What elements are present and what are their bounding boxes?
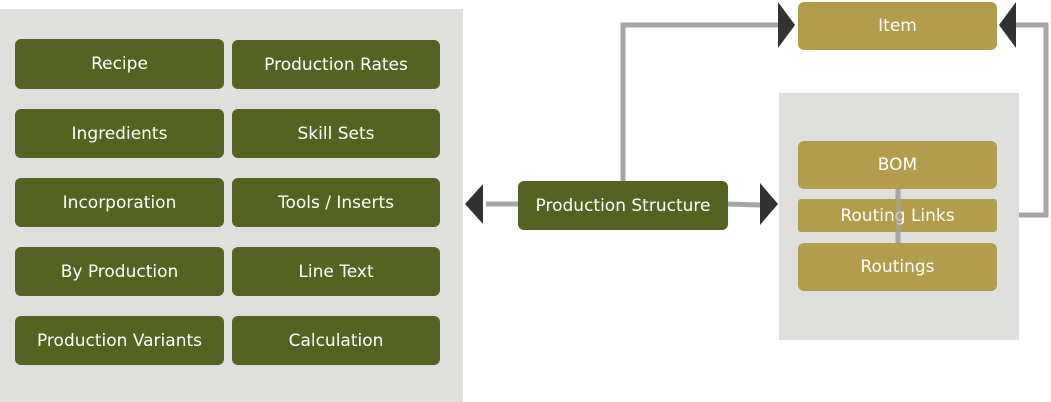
box-bom: BOM bbox=[798, 141, 997, 189]
connector-center-to-item bbox=[620, 22, 782, 181]
box-skill-sets: Skill Sets bbox=[232, 109, 440, 158]
box-ingredients: Ingredients bbox=[15, 109, 224, 158]
box-production-structure: Production Structure bbox=[518, 181, 728, 230]
box-recipe: Recipe bbox=[15, 39, 224, 89]
arrowhead-left-panel bbox=[465, 184, 483, 224]
box-incorporation: Incorporation bbox=[15, 178, 224, 227]
box-routings: Routings bbox=[798, 243, 997, 291]
arrowhead-right-panel bbox=[760, 183, 778, 225]
routing-links-connector-segment bbox=[896, 199, 901, 232]
connector-routing-to-item bbox=[1016, 22, 1049, 218]
box-calculation: Calculation bbox=[232, 316, 440, 365]
box-item: Item bbox=[798, 2, 997, 50]
box-by-production: By Production bbox=[15, 247, 224, 296]
arrowhead-item-left bbox=[778, 2, 795, 48]
box-production-variants: Production Variants bbox=[15, 316, 224, 365]
box-line-text: Line Text bbox=[232, 247, 440, 296]
arrowhead-item-right bbox=[999, 2, 1016, 48]
box-production-rates: Production Rates bbox=[232, 40, 440, 89]
connector-center-to-right bbox=[726, 201, 762, 208]
box-tools-inserts: Tools / Inserts bbox=[232, 178, 440, 227]
